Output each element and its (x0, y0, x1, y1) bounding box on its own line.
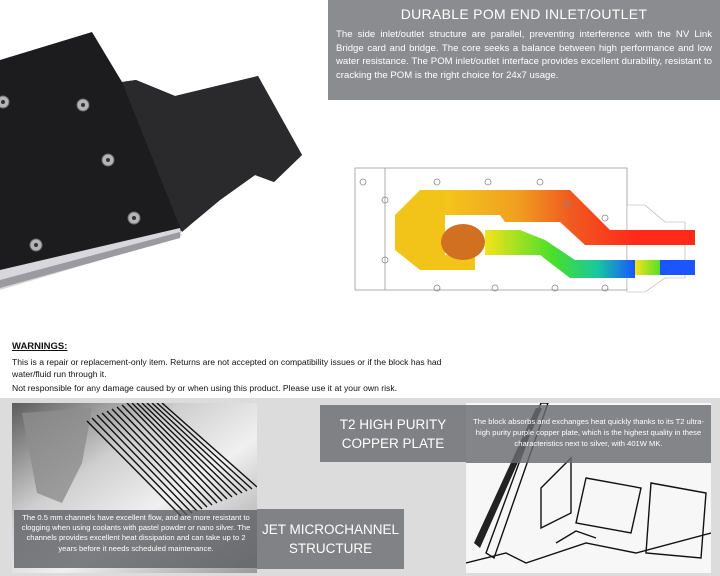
water-block-render-image (0, 32, 302, 290)
warnings-title: WARNINGS: (12, 341, 68, 352)
microchannel-description: The 0.5 mm channels have excellent flow,… (14, 510, 258, 568)
microchannel-label: JET MICROCHANNEL STRUCTURE (257, 509, 404, 569)
copper-plate-label-line2: COPPER PLATE (341, 435, 445, 451)
microchannel-label-line1: JET MICROCHANNEL (261, 522, 400, 537)
warnings-section: WARNINGS: This is a repair or replacemen… (12, 341, 452, 396)
copper-plate-description: The block absorbs and exchanges heat qui… (466, 405, 711, 463)
warning-liability-text: Not responsible for any damage caused by… (12, 383, 398, 393)
pom-section-description: The side inlet/outlet structure are para… (336, 29, 712, 81)
coolant-flow-diagram (354, 167, 695, 293)
warning-returns-text: This is a repair or replacement-only ite… (12, 357, 442, 379)
copper-plate-label-line1: T2 HIGH PURITY (339, 416, 447, 432)
microchannel-label-line2: STRUCTURE (288, 541, 373, 556)
copper-plate-label: T2 HIGH PURITY COPPER PLATE (320, 405, 466, 462)
pom-inlet-outlet-panel: DURABLE POM END INLET/OUTLET The side in… (328, 0, 720, 100)
pom-section-title: DURABLE POM END INLET/OUTLET (400, 6, 648, 22)
